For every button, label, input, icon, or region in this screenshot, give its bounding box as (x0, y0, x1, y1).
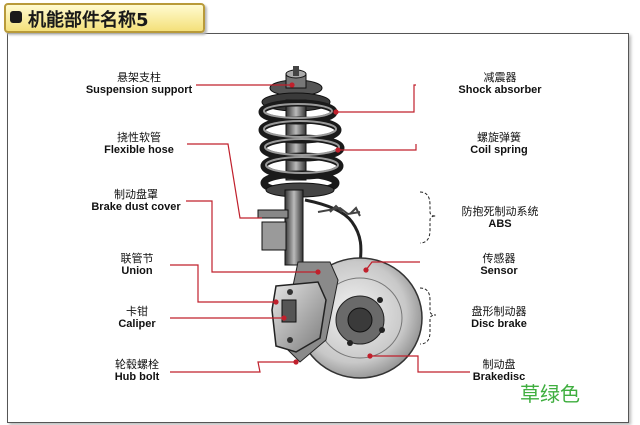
page-title: 机能部件名称5 (28, 10, 149, 31)
label-suspension-support: 悬架支柱 Suspension support (78, 71, 200, 97)
leader-lines (170, 82, 470, 373)
bullet-icon (10, 11, 22, 23)
label-zh: 悬架支柱 (117, 71, 161, 84)
label-zh: 卡钳 (126, 305, 148, 318)
label-en: Brakedisc (472, 371, 526, 383)
label-flexible-hose: 挠性软管 Flexible hose (92, 131, 186, 157)
label-en: Sensor (480, 265, 518, 277)
strut-bracket (261, 221, 287, 251)
label-zh: 传感器 (482, 252, 516, 265)
label-disc-brake: 盘形制动器 Disc brake (458, 305, 540, 331)
label-brake-disc: 制动盘 Brakedisc (462, 358, 536, 384)
label-en: Union (121, 265, 153, 277)
label-en: ABS (488, 218, 512, 230)
label-zh: 联管节 (120, 252, 154, 265)
label-caliper: 卡钳 Caliper (106, 305, 168, 331)
label-en: Hub bolt (114, 371, 160, 383)
label-en: Flexible hose (104, 144, 174, 156)
label-union: 联管节 Union (106, 252, 168, 278)
abs-sensor-cable (304, 198, 363, 269)
label-hub-bolt: 轮毂螺栓 Hub bolt (102, 358, 172, 384)
label-en: Coil spring (470, 144, 528, 156)
label-sensor: 传感器 Sensor (466, 252, 532, 278)
watermark-text: 草绿色 (520, 382, 580, 406)
strut-tube (284, 189, 304, 266)
label-en: Disc brake (471, 318, 527, 330)
label-abs: 防抱死制动系统 ABS (448, 205, 552, 231)
label-en: Suspension support (85, 84, 193, 96)
label-zh: 减震器 (483, 71, 517, 84)
label-en: Caliper (118, 318, 156, 330)
label-zh: 制动盘罩 (114, 188, 158, 201)
group-brackets (419, 191, 437, 345)
label-zh: 挠性软管 (117, 131, 161, 144)
title-banner: 机能部件名称5 (4, 3, 205, 33)
label-coil-spring: 螺旋弹簧 Coil spring (454, 131, 544, 157)
label-zh: 螺旋弹簧 (477, 131, 521, 144)
label-zh: 防抱死制动系统 (461, 205, 539, 218)
label-zh: 盘形制动器 (471, 305, 527, 318)
label-shock-absorber: 减震器 Shock absorber (448, 71, 552, 97)
label-en: Brake dust cover (91, 201, 181, 213)
label-zh: 轮毂螺栓 (115, 358, 159, 371)
label-zh: 制动盘 (482, 358, 516, 371)
label-brake-dust-cover: 制动盘罩 Brake dust cover (84, 188, 188, 214)
label-en: Shock absorber (458, 84, 542, 96)
